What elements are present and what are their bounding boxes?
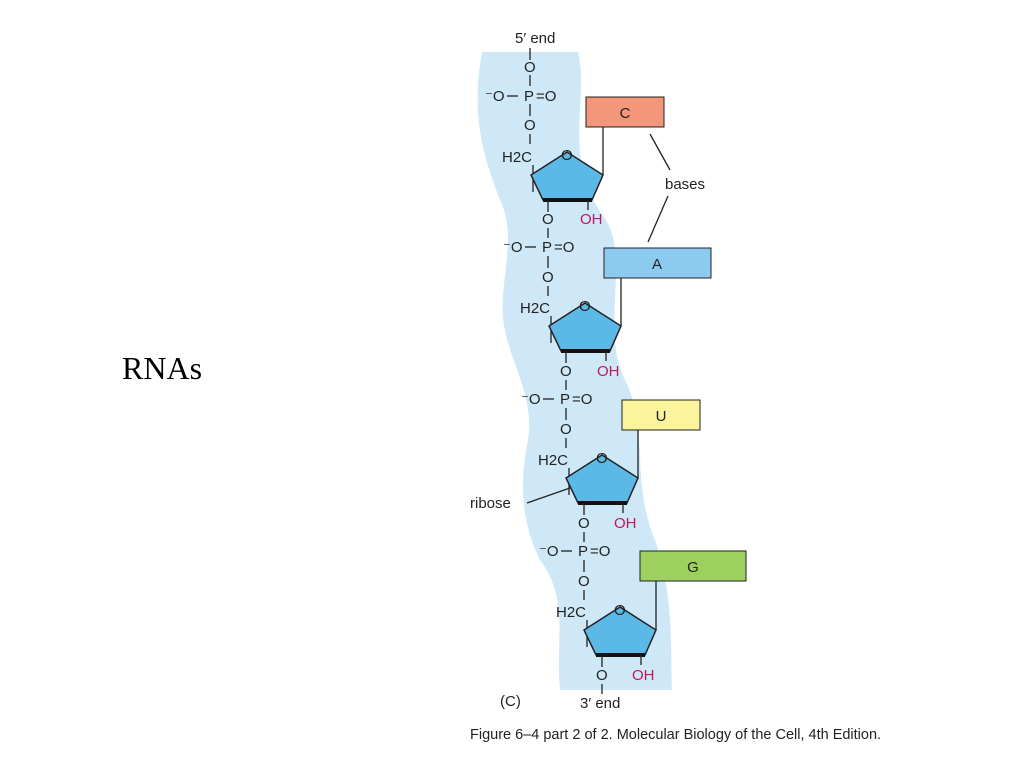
hydroxyl-3: OH <box>614 515 637 532</box>
svg-text:O: O <box>560 421 572 438</box>
svg-text:=O: =O <box>554 239 574 256</box>
five-prime-label: 5′ end <box>515 30 555 47</box>
base-c-label: C <box>620 105 631 122</box>
base-a-label: A <box>652 256 662 273</box>
svg-text:H2C: H2C <box>538 452 568 469</box>
figure-caption: Figure 6–4 part 2 of 2. Molecular Biolog… <box>470 727 881 743</box>
svg-text:⁻O: ⁻O <box>521 391 541 408</box>
svg-text:O: O <box>614 602 626 619</box>
svg-text:O: O <box>524 117 536 134</box>
svg-text:O: O <box>560 363 572 380</box>
ribose-label: ribose <box>470 495 511 512</box>
svg-text:O: O <box>542 211 554 228</box>
svg-text:O: O <box>542 269 554 286</box>
base-u-label: U <box>656 408 667 425</box>
svg-text:O: O <box>561 147 573 164</box>
base-a-box <box>603 247 712 279</box>
bases-label: bases <box>665 176 705 193</box>
hydroxyl-1: OH <box>580 211 603 228</box>
hydroxyl-2: OH <box>597 363 620 380</box>
svg-text:P: P <box>578 543 588 560</box>
svg-text:=O: =O <box>590 543 610 560</box>
svg-text:H2C: H2C <box>502 149 532 166</box>
base-u-box <box>621 399 701 431</box>
svg-text:O: O <box>524 59 536 76</box>
svg-text:H2C: H2C <box>556 604 586 621</box>
base-g-label: G <box>687 559 699 576</box>
base-c-box <box>585 96 665 128</box>
nucleotide-4: O ⁻O P =O O H2C O OH O <box>539 515 657 694</box>
svg-text:=O: =O <box>536 88 556 105</box>
nucleotide-1: 5′ end O ⁻O P =O O H2C O OH <box>485 30 604 228</box>
svg-text:O: O <box>579 298 591 315</box>
hydroxyl-4: OH <box>632 667 655 684</box>
svg-text:⁻O: ⁻O <box>503 239 523 256</box>
nucleotide-2: O ⁻O P =O O H2C O OH <box>503 211 622 380</box>
svg-text:H2C: H2C <box>520 300 550 317</box>
svg-text:O: O <box>596 450 608 467</box>
svg-text:O: O <box>578 515 590 532</box>
slide-title: RNAs <box>122 350 203 386</box>
nucleotide-3: O ⁻O P =O O H2C O OH <box>521 363 639 532</box>
svg-text:P: P <box>560 391 570 408</box>
svg-text:P: P <box>524 88 534 105</box>
backbone-band <box>477 52 672 690</box>
svg-text:O: O <box>578 573 590 590</box>
svg-text:=O: =O <box>572 391 592 408</box>
three-prime-label: 3′ end <box>580 695 620 712</box>
svg-text:O: O <box>596 667 608 684</box>
base-g-box <box>639 550 747 582</box>
svg-text:⁻O: ⁻O <box>539 543 559 560</box>
svg-text:P: P <box>542 239 552 256</box>
svg-text:⁻O: ⁻O <box>485 88 505 105</box>
panel-label: (C) <box>500 693 521 710</box>
